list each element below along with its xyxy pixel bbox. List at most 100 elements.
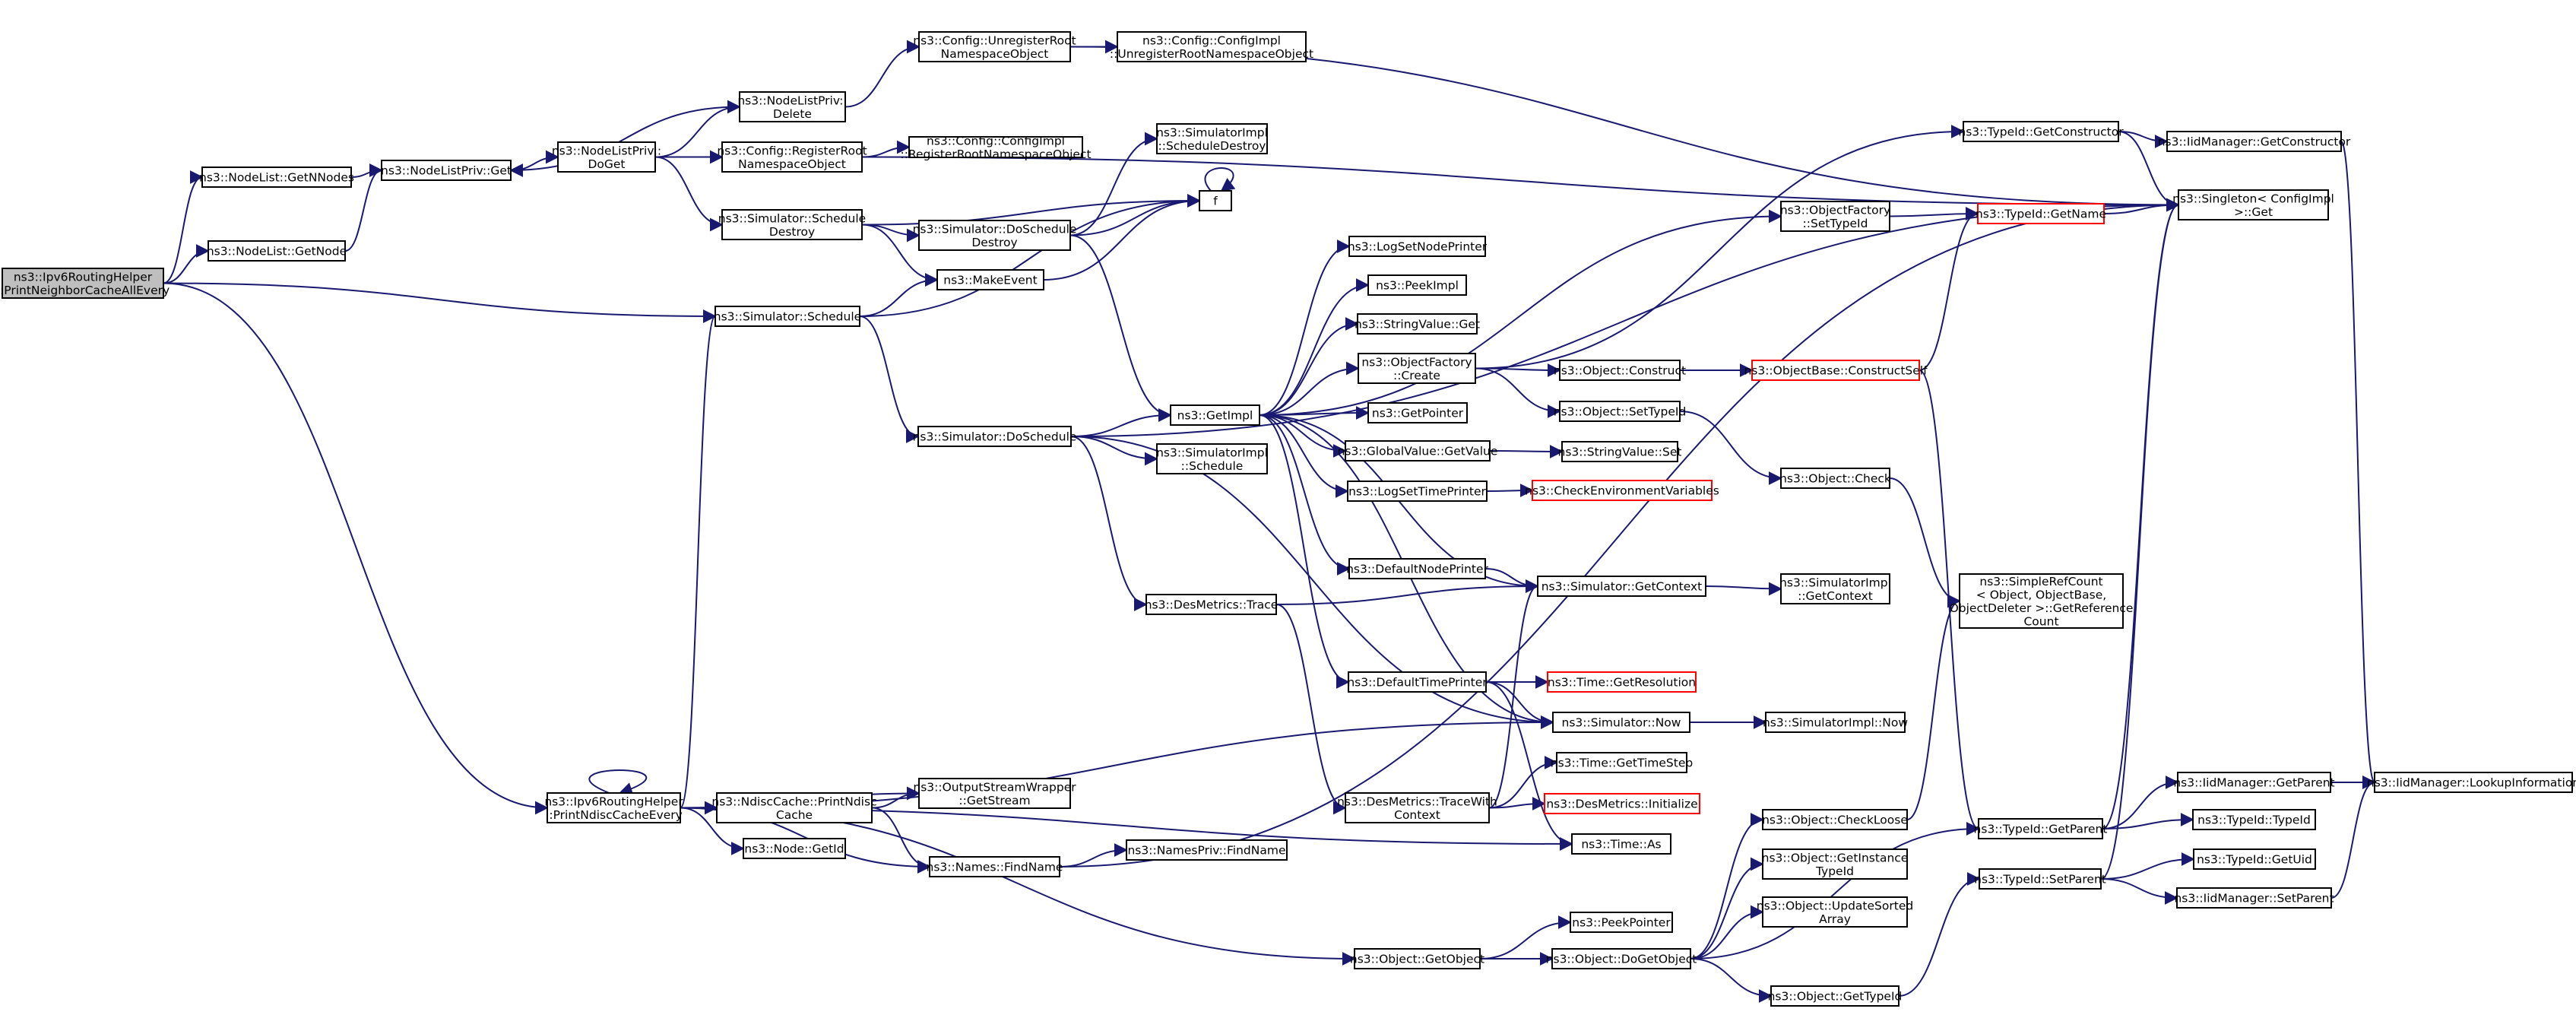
edge-path <box>2118 131 2169 148</box>
node-objgettid[interactable]: ns3::Object::GetTypeId <box>1768 985 1903 1007</box>
edge-path <box>1898 872 1981 997</box>
edge-path <box>1488 756 1558 809</box>
node-osw[interactable]: ns3::OutputStreamWrapper::GetStream <box>913 778 1076 809</box>
edge-path <box>1204 167 1236 192</box>
node-root[interactable]: ns3::Ipv6RoutingHelper::PrintNeighborCac… <box>0 268 170 299</box>
node-deftimeprinter[interactable]: ns3::DefaultTimePrinter <box>1347 671 1488 693</box>
node-simnow[interactable]: ns3::Simulator::Now <box>1552 712 1690 733</box>
edge-path <box>1259 209 1782 416</box>
node-objfcreate[interactable]: ns3::ObjectFactory::Create <box>1358 353 1476 384</box>
node-label: ns3::Object::SetTypeId <box>1554 405 1687 419</box>
node-box <box>1537 576 1706 597</box>
node-ndiscprint[interactable]: ns3::NdiscCache::PrintNdiscCache <box>711 792 877 823</box>
node-defnodeprinter[interactable]: ns3::DefaultNodePrinter <box>1346 558 1489 579</box>
node-objcheckloose[interactable]: ns3::Object::CheckLoose <box>1762 809 1908 830</box>
node-gvgetvalue[interactable]: ns3::GlobalValue::GetValue <box>1338 440 1498 462</box>
node-checkenv[interactable]: ns3::CheckEnvironmentVariables <box>1525 480 1719 501</box>
node-nlpget[interactable]: ns3::NodeListPriv::Get <box>381 160 512 181</box>
node-nodegetid[interactable]: ns3::Node::GetId <box>743 838 846 859</box>
node-unregroot[interactable]: ns3::Config::UnregisterRootNamespaceObje… <box>913 31 1076 62</box>
node-desmtrace[interactable]: ns3::DesMetrics::Trace <box>1145 594 1278 615</box>
node-iidlookup[interactable]: ns3::IidManager::LookupInformation <box>2367 772 2576 793</box>
node-printndisc[interactable]: ns3::Ipv6RoutingHelper::PrintNdiscCacheE… <box>544 792 683 823</box>
node-schedDestroy[interactable]: ns3::Simulator::ScheduleDestroy <box>718 209 866 240</box>
node-iidgetparent[interactable]: ns3::IidManager::GetParent <box>2173 772 2335 793</box>
edge-path <box>1485 681 1573 851</box>
node-cimplunreg[interactable]: ns3::Config::ConfigImpl::UnregisterRootN… <box>1110 31 1313 62</box>
node-label: ns3::NodeList::GetNNodes <box>199 171 354 185</box>
node-iidsetparent[interactable]: ns3::IidManager::SetParent <box>2174 887 2334 909</box>
node-simplnow[interactable]: ns3::SimulatorImpl::Now <box>1763 712 1908 733</box>
node-tidgetparent[interactable]: ns3::TypeId::GetParent <box>1974 818 2108 839</box>
node-singleton[interactable]: ns3::Singleton< ConfigImpl >::Get <box>2172 189 2334 220</box>
node-simplerefcount[interactable]: ns3::SimpleRefCount< Object, ObjectBase,… <box>1950 573 2134 629</box>
node-box <box>1358 353 1476 384</box>
node-box <box>2 268 164 299</box>
node-timeas[interactable]: ns3::Time::As <box>1571 833 1671 855</box>
node-tidgetuid[interactable]: ns3::TypeId::GetUid <box>2193 848 2316 870</box>
node-logsetnode[interactable]: ns3::LogSetNodePrinter <box>1348 236 1488 257</box>
node-nlpdoget[interactable]: ns3::NodeListPriv::DoGet <box>552 141 661 173</box>
node-objfsettid[interactable]: ns3::ObjectFactory::SetTypeId <box>1780 201 1890 232</box>
node-namesprivfind[interactable]: ns3::NamesPriv::FindName <box>1126 839 1288 861</box>
node-box <box>2166 131 2342 152</box>
edge-path <box>1475 367 1561 418</box>
node-getpointer[interactable]: ns3::GetPointer <box>1367 402 1468 423</box>
node-objcheck[interactable]: ns3::Object::Check <box>1779 468 1891 489</box>
node-simplgetctx[interactable]: ns3::SimulatorImpl::GetContext <box>1779 573 1891 604</box>
edge-doSchedDestroy-to-getimpl <box>1069 234 1172 422</box>
node-label: ns3::LogSetNodePrinter <box>1348 240 1488 254</box>
node-objbaseconstruct[interactable]: ns3::ObjectBase::ConstructSelf <box>1744 360 1928 381</box>
node-label: ObjectDeleter >::GetReference <box>1950 601 2134 615</box>
node-schedule[interactable]: ns3::Simulator::Schedule <box>714 306 861 327</box>
node-iidgetctor[interactable]: ns3::IidManager::GetConstructor <box>2158 131 2351 152</box>
node-doschedule[interactable]: ns3::Simulator::DoSchedule <box>913 426 1077 447</box>
node-namesfind[interactable]: ns3::Names::FindName <box>927 856 1063 877</box>
node-makeevent[interactable]: ns3::MakeEvent <box>936 269 1044 290</box>
node-box <box>739 91 846 122</box>
node-getnnodes[interactable]: ns3::NodeList::GetNNodes <box>199 167 354 188</box>
edge-path <box>1259 361 1360 416</box>
node-f[interactable]: f <box>1199 190 1232 211</box>
node-simplSchedule[interactable]: ns3::SimulatorImpl::Schedule <box>1156 443 1268 474</box>
node-label: ns3::DesMetrics::TraceWith <box>1337 795 1497 808</box>
node-box <box>1357 313 1478 335</box>
node-cimplreg[interactable]: ns3::Config::ConfigImpl::RegisterRootNam… <box>900 134 1091 161</box>
node-nlpdelete[interactable]: ns3::NodeListPriv::Delete <box>737 91 848 122</box>
node-getimpl[interactable]: ns3::GetImpl <box>1170 404 1260 426</box>
node-strvalget[interactable]: ns3::StringValue::Get <box>1355 313 1480 335</box>
node-objgetobj[interactable]: ns3::Object::GetObject <box>1350 948 1484 969</box>
node-simplSchedDestroy[interactable]: ns3::SimulatorImpl::ScheduleDestroy <box>1156 123 1268 154</box>
node-objdogetobj[interactable]: ns3::Object::DoGetObject <box>1546 948 1697 969</box>
node-getnode[interactable]: ns3::NodeList::GetNode <box>207 240 347 262</box>
node-logsettime[interactable]: ns3::LogSetTimePrinter <box>1347 481 1488 502</box>
edge-path <box>1259 414 1350 689</box>
edge-path <box>1070 408 1172 437</box>
node-desminit[interactable]: ns3::DesMetrics::Initialize <box>1544 793 1700 814</box>
node-strvalset[interactable]: ns3::StringValue::Set <box>1558 441 1682 462</box>
node-timegetres[interactable]: ns3::Time::GetResolution <box>1547 671 1697 693</box>
node-label: ns3::Object::Check <box>1779 472 1891 486</box>
node-tidgetctor[interactable]: ns3::TypeId::GetConstructor <box>1958 121 2124 142</box>
node-peekimpl[interactable]: ns3::PeekImpl <box>1367 274 1467 296</box>
edge-doSchedDestroy-to-simplSchedDestroy <box>1069 132 1158 236</box>
node-objconstruct[interactable]: ns3::Object::Construct <box>1554 360 1686 381</box>
node-tidtypeid[interactable]: ns3::TypeId::TypeId <box>2192 809 2316 830</box>
node-objsettid[interactable]: ns3::Object::SetTypeId <box>1554 401 1687 422</box>
node-label: ns3::Object::UpdateSorted <box>1757 899 1913 912</box>
node-label: ns3::ObjectFactory <box>1361 355 1472 369</box>
node-simgetctx[interactable]: ns3::Simulator::GetContext <box>1537 576 1706 597</box>
node-tidsetparent[interactable]: ns3::TypeId::SetParent <box>1974 868 2106 890</box>
node-label: ns3::StringValue::Set <box>1558 446 1682 459</box>
node-box <box>2176 887 2332 909</box>
node-regroot[interactable]: ns3::Config::RegisterRootNamespaceObject <box>717 141 867 173</box>
edge-getimpl-to-logsettime <box>1259 414 1349 498</box>
node-timegettimestep[interactable]: ns3::Time::GetTimeStep <box>1551 752 1693 773</box>
node-peekpointer[interactable]: ns3::PeekPointer <box>1570 912 1673 933</box>
node-tidgetname[interactable]: ns3::TypeId::GetName <box>1976 203 2106 224</box>
node-label: ns3::TypeId::GetName <box>1976 208 2106 221</box>
